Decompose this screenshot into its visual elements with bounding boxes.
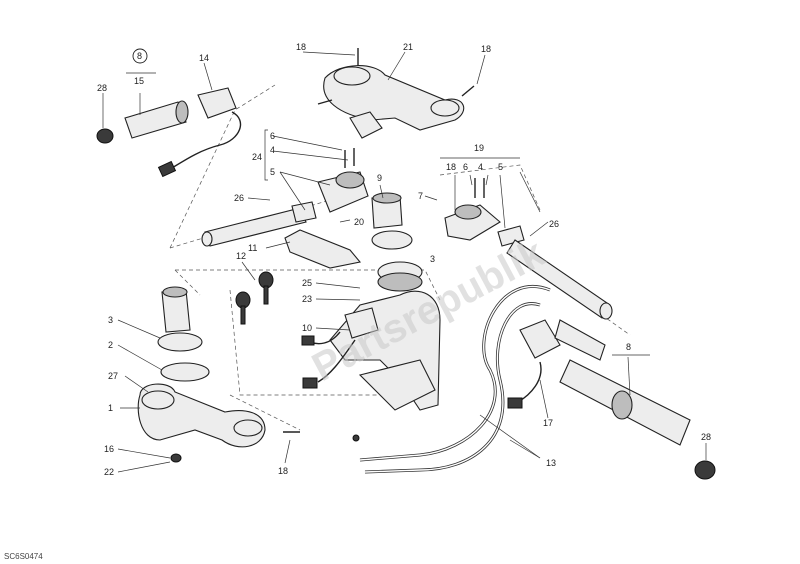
leader-lines — [102, 51, 707, 473]
callout: 25 — [302, 278, 312, 288]
callout: 9 — [377, 173, 382, 183]
callout: 23 — [302, 294, 312, 304]
callout: 14 — [199, 53, 209, 63]
callout: 28 — [701, 432, 711, 442]
reference-circle — [132, 48, 148, 64]
headset-bearing-upper — [371, 192, 423, 292]
mounting-bracket — [284, 229, 362, 269]
callout: 2 — [108, 340, 113, 350]
callout: 7 — [418, 191, 423, 201]
left-grip-assembly — [96, 87, 242, 178]
callout: 10 — [302, 323, 312, 333]
callout: 18 — [278, 466, 288, 476]
callout: 11 — [248, 243, 257, 253]
callout: 6 — [270, 131, 275, 141]
callout: 16 — [104, 444, 114, 454]
callout: 15 — [134, 76, 144, 86]
callout: 18 — [446, 162, 456, 172]
callout: 20 — [354, 217, 364, 227]
callout: 6 — [463, 162, 468, 172]
callout: 21 — [403, 42, 413, 52]
callout: 27 — [108, 371, 118, 381]
callout: 22 — [104, 467, 114, 477]
left-clip-on — [201, 148, 369, 247]
callout: 3 — [430, 254, 435, 264]
right-clip-on — [444, 178, 613, 320]
callout: 4 — [270, 145, 275, 155]
callout: 18 — [481, 44, 491, 54]
callout: 8 — [137, 51, 142, 61]
callout: 26 — [234, 193, 244, 203]
callout: 17 — [543, 418, 553, 428]
group-brackets — [126, 72, 650, 356]
callout: 18 — [296, 42, 306, 52]
right-switch-throttle — [352, 285, 716, 480]
callout: 3 — [108, 315, 113, 325]
callout: 8 — [626, 342, 631, 352]
callout-labels: 8 15 14 28 18 21 18 6 4 24 5 9 26 7 20 1… — [97, 42, 711, 477]
callout: 5 — [270, 167, 275, 177]
steering-stem — [137, 286, 300, 463]
ignition-wiring — [301, 307, 379, 389]
callout: 1 — [108, 403, 113, 413]
callout: 12 — [236, 251, 246, 261]
callout: 28 — [97, 83, 107, 93]
drawing-code: SC6S0474 — [4, 552, 43, 561]
callout: 13 — [546, 458, 556, 468]
callout: 19 — [474, 143, 484, 153]
ignition-keys — [235, 271, 274, 325]
callout: 4 — [478, 162, 483, 172]
callout: 26 — [549, 219, 559, 229]
upper-triple-clamp — [317, 48, 475, 139]
callout: 24 — [252, 152, 262, 162]
callout: 5 — [498, 162, 503, 172]
